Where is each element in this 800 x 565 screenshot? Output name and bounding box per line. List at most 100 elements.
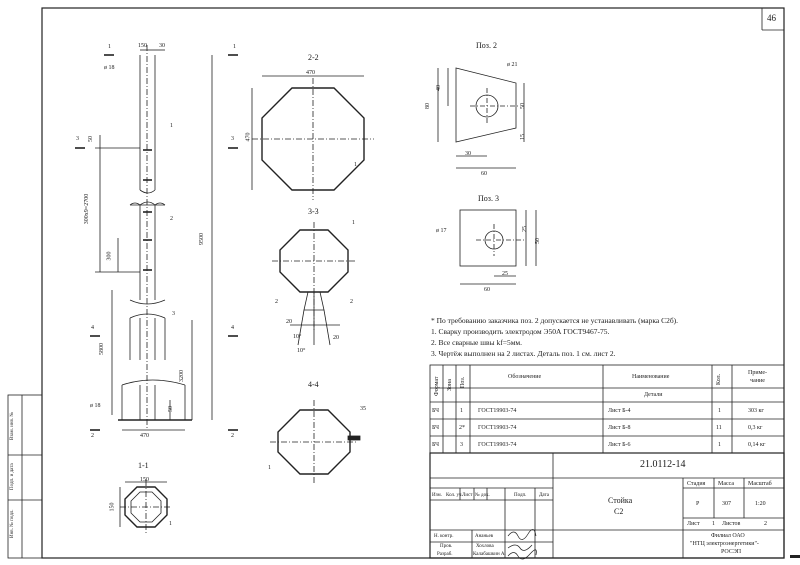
callout-pos1: 1 [354, 162, 357, 168]
spec-cell-qty: 11 [716, 425, 722, 431]
title-line2: С2 [614, 507, 624, 516]
spec-header-name: Наименование [632, 374, 670, 380]
section-mark: 4 [231, 325, 234, 331]
dim-label: 50 [168, 406, 174, 412]
scale-label: Масштаб [748, 481, 772, 487]
spec-cell-qty: 1 [718, 442, 721, 448]
role-prov: Пров. [440, 544, 453, 549]
note-line: * По требованию заказчика поз. 2 допуска… [431, 316, 679, 325]
stamp-inv-podl: Инв. № подл. [10, 509, 15, 539]
stage-label: Стадия [687, 481, 706, 487]
section-mark: 4 [91, 325, 94, 331]
mass-value: 307 [722, 501, 731, 507]
dim-label: ø 17 [436, 228, 447, 234]
callout-pos1: 1 [169, 521, 172, 527]
section-4-4-title: 4-4 [308, 380, 319, 389]
dim-label: 40 [436, 85, 442, 91]
dim-label: 50 [535, 238, 541, 244]
spec-cell-designation: ГОСТ19903-74 [478, 425, 517, 431]
name-nkontr: Ананьев [475, 534, 494, 539]
callout-pos2: 2 [170, 216, 173, 222]
spec-header-note: Приме- чание [748, 370, 768, 384]
callout-pos1: 1 [170, 123, 173, 129]
sheet-value: 1 [712, 521, 715, 527]
spec-cell-format: БЧ [432, 408, 440, 414]
callout-pos1: 1 [352, 220, 355, 226]
org-line3: РОСЭП [721, 549, 742, 555]
dim-label: 15 [520, 134, 526, 140]
callout-pos1: 1 [268, 465, 271, 471]
section-mark: 2 [91, 433, 94, 439]
spec-cell-designation: ГОСТ19903-74 [478, 442, 517, 448]
dim-label: 470 [245, 132, 252, 142]
dim-label: 25 [522, 226, 528, 232]
sheets-value: 2 [764, 521, 767, 527]
dim-label: 35 [360, 406, 366, 412]
section-1-1-title: 1-1 [138, 461, 149, 470]
callout-pos3: 3 [172, 311, 175, 317]
dim-label: 30 [465, 151, 471, 157]
col-list: Лист [462, 493, 473, 498]
spec-cell-name: Лист Б-4 [608, 408, 631, 414]
doc-code: 21.0112-14 [640, 459, 686, 470]
stamp-vzam: Взам. инв. № [10, 411, 15, 440]
spec-cell-designation: ГОСТ19903-74 [478, 408, 517, 414]
org-line1: Филиал ОАО [711, 533, 745, 539]
dim-label: 5800 [99, 343, 105, 355]
pos3-title: Поз. 3 [478, 194, 499, 203]
spec-header-designation: Обозначение [508, 374, 542, 380]
spec-cell-note: 0,3 кг [748, 425, 763, 431]
org-line2: "НТЦ электроэнергетики"- [690, 541, 759, 547]
spec-header-pos: Поз. [460, 376, 466, 388]
dim-label: ø 18 [104, 65, 115, 71]
spec-cell-qty: 1 [718, 408, 721, 414]
title-line1: Стойка [608, 496, 633, 505]
spec-cell-note: 303 кг [748, 408, 764, 414]
spec-cell-pos: 2* [459, 425, 465, 431]
spec-section-title: Детали [644, 392, 663, 398]
section-2-2-title: 2-2 [308, 53, 319, 62]
dim-label: 3200 [179, 370, 185, 382]
spec-cell-name: Лист Б-8 [608, 425, 631, 431]
dim-label: 80 [425, 103, 431, 109]
dim-label: 150 [138, 43, 147, 49]
spec-cell-note: 0,14 кг [748, 442, 766, 448]
spec-header-qty: Кол. [716, 373, 722, 385]
section-mark: 3 [231, 136, 234, 142]
note-line: 3. Чертёж выполнен на 2 листах. Деталь п… [431, 349, 616, 358]
dim-label: 470 [140, 433, 149, 439]
spec-cell-pos: 1 [460, 408, 463, 414]
pos2-title: Поз. 2 [476, 41, 497, 50]
dim-label: 60 [484, 287, 490, 293]
col-izm: Изм. [432, 493, 442, 498]
sheet-label: Лист [687, 521, 700, 527]
dim-label: ø 21 [507, 62, 518, 68]
col-kol: Кол. уч. [446, 493, 463, 498]
sheets-label: Листов [722, 521, 741, 527]
col-data: Дата [539, 493, 549, 498]
dim-label: 150 [109, 502, 116, 512]
dim-label: 150 [140, 477, 149, 483]
dim-label: 9500 [199, 233, 205, 245]
stage-value: Р [696, 501, 700, 507]
dim-label: 10° [297, 348, 306, 354]
dim-label: 20 [286, 319, 292, 325]
section-mark: 1 [233, 44, 236, 50]
spec-cell-format: БЧ [432, 442, 440, 448]
dim-label: 25 [502, 271, 508, 277]
dim-label: 50 [520, 103, 526, 109]
spec-cell-name: Лист Б-6 [608, 442, 631, 448]
sheet-number: 46 [767, 13, 776, 23]
name-prov: Хохлова [476, 544, 494, 549]
note-line: 2. Все сварные швы kf=5мм. [431, 338, 523, 347]
role-razrab: Разраб. [437, 552, 453, 557]
spec-cell-pos: 3 [460, 442, 463, 448]
dim-label: 300х9=2700 [84, 193, 91, 225]
spec-header-format: Формат [434, 376, 440, 396]
dim-label: 50 [88, 136, 94, 142]
dim-label: 470 [306, 70, 315, 76]
callout-pos2: 2 [350, 299, 353, 305]
role-nkontr: Н. контр. [434, 534, 454, 539]
